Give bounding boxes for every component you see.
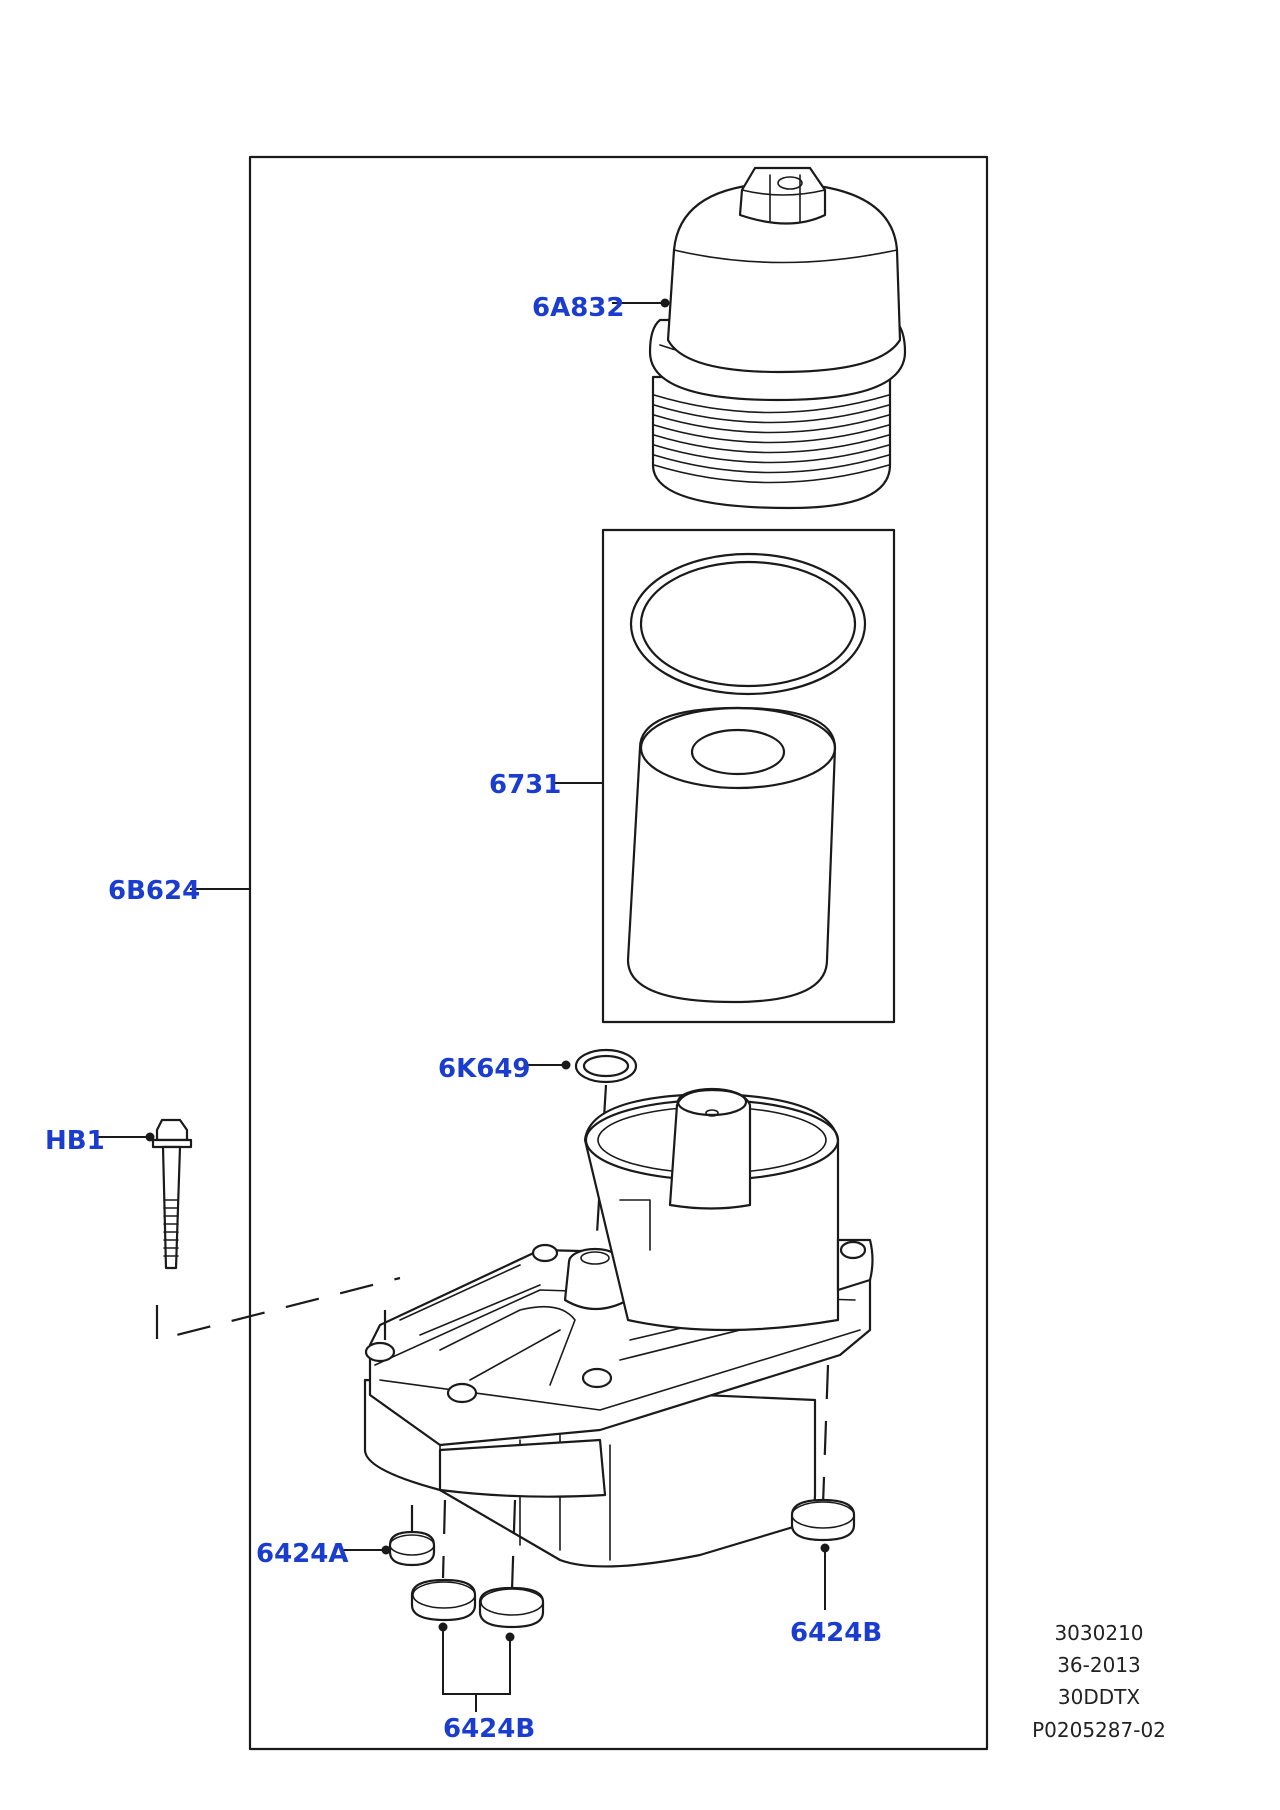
leader-dot-grommet-a: [381, 1545, 391, 1555]
leader-dot-grommet-bottom-right: [505, 1632, 515, 1642]
leader-dot-filter-cap: [660, 298, 670, 308]
filter-kit-frame: [601, 528, 896, 1024]
grommet-right-guide: [821, 1364, 830, 1506]
callout-filter-cap[interactable]: 6A832: [532, 293, 625, 323]
leader-dot-grommet-right: [820, 1543, 830, 1553]
grommet-bottom-right-guide: [510, 1499, 517, 1591]
leader-grommets-bottom: [442, 1627, 511, 1712]
filter-element-drawing[interactable]: [626, 706, 837, 1004]
leader-dot-bolt: [145, 1132, 155, 1142]
reference-line-2: 36-2013: [1057, 1653, 1141, 1677]
assembly-frame: [248, 155, 989, 1751]
grommet-bottom-left-guide: [441, 1499, 447, 1579]
grommet-right-drawing[interactable]: [790, 1498, 856, 1542]
callout-o-ring[interactable]: 6K649: [438, 1054, 531, 1084]
leader-dot-grommet-bottom-left: [438, 1622, 448, 1632]
seal-ring-drawing[interactable]: [629, 552, 867, 696]
grommet-bottom-left-drawing[interactable]: [410, 1578, 477, 1622]
leader-dot-o-ring: [561, 1060, 571, 1070]
reference-line-4: P0205287-02: [1032, 1718, 1166, 1742]
callout-grommet-right[interactable]: 6424B: [790, 1618, 882, 1648]
o-ring-drawing[interactable]: [574, 1048, 638, 1084]
bolt-drawing[interactable]: [151, 1118, 193, 1270]
grommet-bottom-right-drawing[interactable]: [478, 1586, 545, 1629]
callout-grommets-bottom[interactable]: 6424B: [443, 1714, 535, 1744]
reference-line-1: 3030210: [1054, 1621, 1143, 1645]
filter-cap-drawing[interactable]: [648, 166, 907, 510]
callout-grommet-a[interactable]: 6424A: [256, 1539, 349, 1569]
callout-filter-element[interactable]: 6731: [489, 770, 561, 800]
bolt-guide: [155, 1276, 401, 1342]
grommet-a-drawing[interactable]: [388, 1530, 436, 1567]
reference-line-3: 30DDTX: [1058, 1685, 1140, 1709]
filter-housing-drawing[interactable]: [363, 1087, 874, 1568]
callout-housing-assembly[interactable]: 6B624: [108, 876, 200, 906]
callout-bolt[interactable]: HB1: [45, 1126, 105, 1156]
